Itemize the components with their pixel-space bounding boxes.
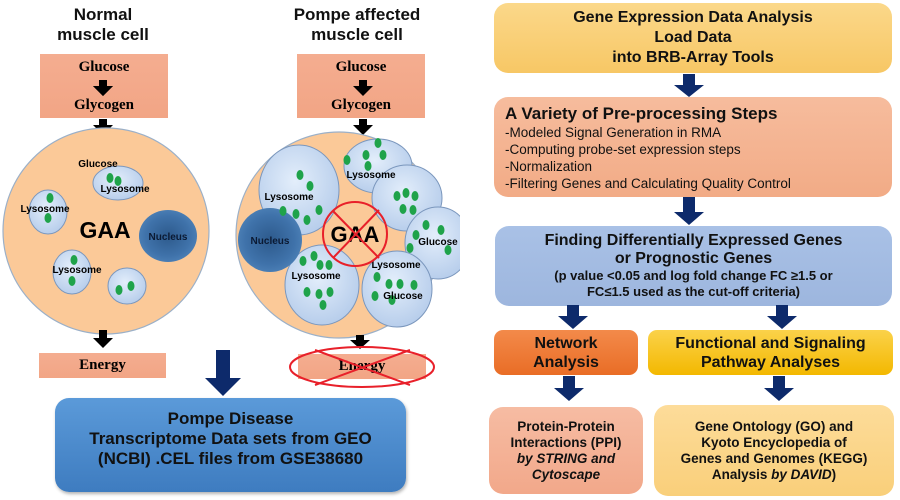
go-kegg-line2: Kyoto Encyclopedia of [701,434,847,450]
pompe-nucleus [238,208,302,272]
step1-line2: Load Data [654,29,732,46]
go-kegg-line4-suffix: ) [831,466,837,482]
step2-item: -Filtering Genes and Calculating Quality… [505,175,791,191]
pompe-lysosome-label-3: Lysosome [371,260,421,271]
pompe-lysosome-label-4: Lysosome [291,271,341,282]
ppi-box: Protein-Protein Interactions (PPI) by ST… [489,407,643,494]
normal-glycogen-label: Glycogen [74,97,134,113]
go-kegg-line4: Analysis by DAVID) [654,467,894,483]
pompe-glucose-glycogen-box: Glucose Glycogen [297,54,425,118]
normal-lysosome-3 [52,249,92,295]
normal-inner-glucose-label: Glucose [78,159,118,170]
pompe-glucose-label: Glucose [335,59,387,75]
arrow-cell-to-energy-pompe [350,335,370,349]
arrow-glycogen-to-cell-pompe [353,119,373,135]
dataset-box: Pompe Disease Transcriptome Data sets fr… [55,398,406,492]
pompe-nucleus-label: Nucleus [251,236,290,247]
cells-illustration: Glucose Lysosome Lysosome Lysosome GAA N… [2,80,460,349]
go-kegg-line1: Gene Ontology (GO) and [694,418,854,434]
step-differential-genes: Finding Differentially Expressed Genes o… [495,226,892,306]
pompe-glucose-label-1: Glucose [418,237,458,248]
normal-gaa-label: GAA [79,217,130,243]
step1-line3: into BRB-Array Tools [612,49,774,66]
normal-lysosome-label-3: Lysosome [52,265,102,276]
arrow-to-dataset [205,350,241,396]
go-kegg-tool: by DAVID [771,466,832,482]
functional-analysis-box: Functional and Signaling Pathway Analyse… [648,330,893,375]
gaa-absent-cross [322,201,388,267]
functional-line1: Functional and Signaling [675,334,866,352]
step2-item: -Computing probe-set expression steps [505,141,741,157]
pompe-lysosome-6 [361,250,433,328]
dataset-line2: Transcriptome Data sets from GEO [89,429,372,448]
step2-item: -Normalization [505,158,593,174]
normal-title-line1: Normal [73,5,133,24]
pompe-glycogen-granules [279,138,452,310]
network-line1: Network [534,334,598,352]
functional-line2: Pathway Analyses [700,353,841,371]
arrow-to-ppi [554,376,584,401]
network-analysis-box: Network Analysis [494,330,638,375]
step3-line1: Finding Differentially Expressed Genes [544,232,843,249]
arrow-to-network [558,305,588,329]
step3-line4: FC≤1.5 used as the cut-off criteria) [586,284,800,299]
normal-lysosome-2 [28,189,68,235]
pompe-lysosome-label-2: Lysosome [346,170,396,181]
ppi-line3: by STRING and [516,450,616,466]
pompe-lysosome-label-1: Lysosome [264,192,314,203]
normal-lysosome-label-2: Lysosome [20,204,70,215]
arrow-cell-to-energy-normal [93,330,113,348]
normal-lysosome-label-1: Lysosome [100,184,150,195]
energy-absent-cross [289,346,435,388]
step3-line2: or Prognostic Genes [614,250,773,267]
normal-lysosome-4 [107,267,147,305]
pompe-title-line2: muscle cell [311,25,403,44]
go-kegg-line3: Genes and Genomes (KEGG) [680,450,868,466]
pompe-cell-title: Pompe affected muscle cell [282,5,432,45]
normal-energy-box: Energy [39,353,166,378]
network-line2: Analysis [533,353,599,371]
dataset-line1: Pompe Disease [167,409,294,428]
normal-cell-title: Normal muscle cell [38,5,168,45]
step2-item: -Modeled Signal Generation in RMA [505,124,722,140]
step3-line3: (p value <0.05 and log fold change FC ≥1… [554,268,833,283]
step1-line1: Gene Expression Data Analysis [573,9,813,26]
arrow-glucose-to-glycogen-normal [93,80,113,96]
normal-nucleus [139,210,197,262]
pompe-glycogen-label: Glycogen [331,97,391,113]
step-load-data: Gene Expression Data Analysis Load Data … [494,3,892,73]
dataset-line3: (NCBI) .CEL files from GSE38680 [97,449,364,468]
ppi-line4: Cytoscape [531,466,601,482]
normal-glucose-label: Glucose [78,59,130,75]
go-kegg-line4-prefix: Analysis [711,466,772,482]
step2-title: A Variety of Pre-processing Steps [505,103,778,123]
ppi-line1: Protein-Protein [517,418,615,434]
arrow-to-go-kegg [764,376,794,401]
normal-title-line2: muscle cell [57,25,149,44]
arrow-to-functional [767,305,797,329]
arrow-step2-to-step3 [674,197,704,225]
arrow-step1-to-step2 [674,74,704,97]
pompe-glucose-label-2: Glucose [383,291,423,302]
ppi-line2: Interactions (PPI) [510,434,622,450]
go-kegg-box: Gene Ontology (GO) and Kyoto Encyclopedi… [654,405,894,496]
pompe-title-line1: Pompe affected [293,5,421,24]
step-preprocessing: A Variety of Pre-processing Steps -Model… [494,97,892,197]
normal-nucleus-label: Nucleus [149,232,188,243]
